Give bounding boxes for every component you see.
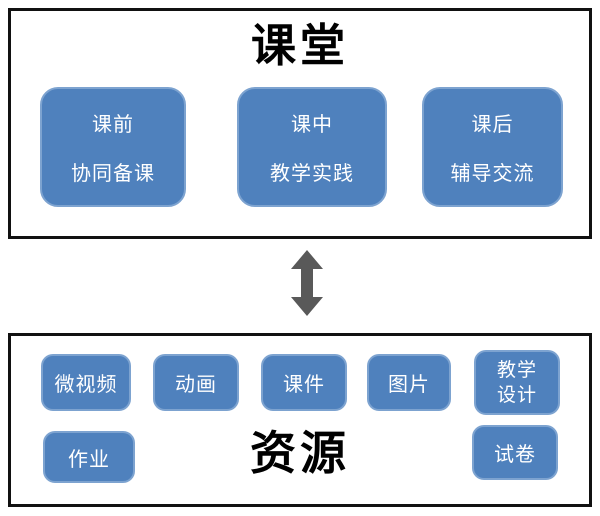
classroom-title: 课堂 [250,20,349,71]
resource-chip-micro-video: 微视频 [41,354,131,411]
stage-during-class-line1: 课中 [291,114,333,136]
stage-after-class-line1: 课后 [471,114,514,136]
classroom-panel: 课堂 课前 协同备课 课中 教学实践 课后 辅导交流 [8,8,592,239]
resource-panel: 微视频 动画 课件 图片 教学 设计 作业 试卷 资源 [8,333,592,507]
resource-chip-animation: 动画 [153,354,239,411]
stage-before-class: 课前 协同备课 [40,87,186,207]
resource-title: 资源 [250,427,350,479]
stage-before-class-line2: 协同备课 [71,163,155,185]
stage-during-class: 课中 教学实践 [237,87,387,207]
resource-chip-teaching-design: 教学 设计 [474,350,560,415]
stage-during-class-line2: 教学实践 [270,163,354,185]
stage-before-class-line1: 课前 [92,114,134,136]
stage-after-class-line2: 辅导交流 [450,163,535,185]
double-arrow-shape [291,250,323,316]
resource-chip-homework: 作业 [43,431,135,483]
resource-chip-exam: 试卷 [472,425,558,480]
double-arrow-icon [290,250,324,316]
resource-chip-courseware: 课件 [261,354,347,411]
resource-chip-picture: 图片 [367,354,451,411]
stage-after-class: 课后 辅导交流 [422,87,563,207]
